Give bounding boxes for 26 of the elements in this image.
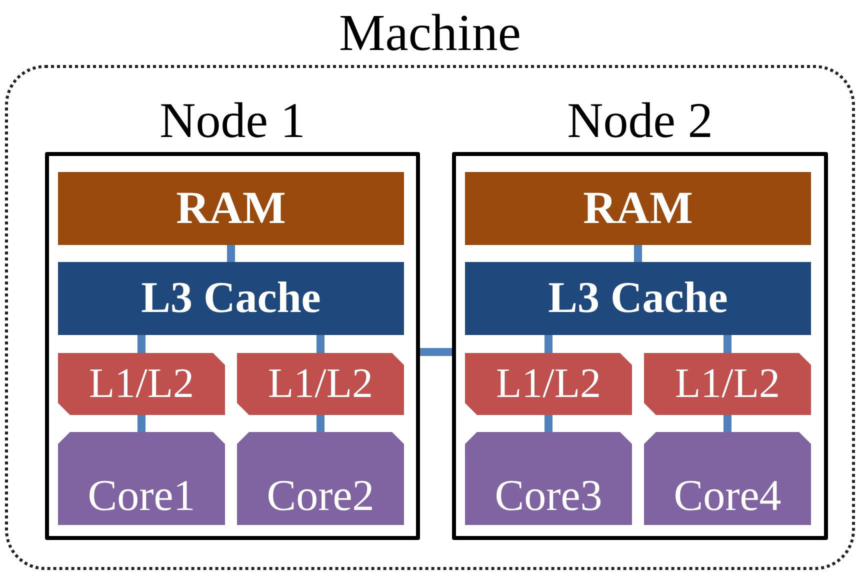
connector-line (227, 245, 235, 262)
cache-block: L3 Cache (465, 262, 811, 335)
group-title: Node 2 (566, 95, 714, 145)
connector-line (724, 335, 732, 353)
cache-block: L1/L2 (644, 353, 811, 415)
ram-block: RAM (465, 172, 811, 245)
cache-block: L1/L2 (465, 353, 632, 415)
core-block: Core4 (644, 432, 811, 525)
connector-line (316, 415, 324, 432)
connector-line (138, 335, 146, 353)
cache-block: L3 Cache (58, 262, 404, 335)
connector-line (316, 335, 324, 353)
connector-line (724, 415, 732, 432)
cache-block: L1/L2 (237, 353, 404, 415)
connector-line (138, 415, 146, 432)
cache-block: L1/L2 (58, 353, 225, 415)
connector-line (420, 348, 452, 356)
core-block: Core1 (58, 432, 225, 525)
connector-line (544, 415, 552, 432)
group-title: Machine (338, 8, 522, 60)
connector-line (634, 245, 642, 262)
group-title: Node 1 (158, 95, 306, 145)
ram-block: RAM (58, 172, 404, 245)
core-block: Core3 (465, 432, 632, 525)
connector-line (544, 335, 552, 353)
core-block: Core2 (237, 432, 404, 525)
